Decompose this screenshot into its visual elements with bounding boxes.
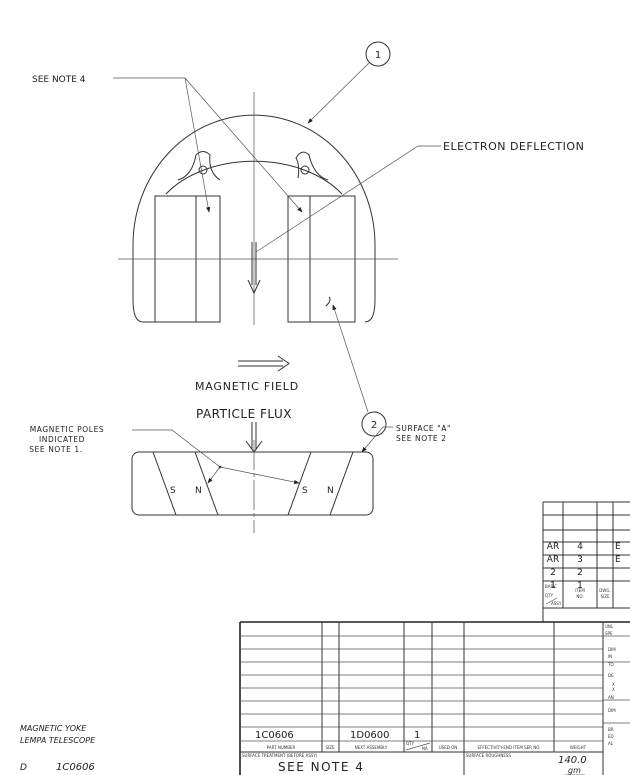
balloon-1-label: 1 [375, 50, 381, 61]
leader [132, 429, 221, 468]
assy-header: ASSY [551, 601, 562, 606]
pole-label: S [170, 486, 176, 496]
title-block: 1C0606 1D0600 1 PART NUMBER SIZE NEXT AS… [239, 621, 630, 775]
see-note-4-label: SEE NOTE 4 [32, 75, 86, 85]
pole-label: S [302, 486, 308, 496]
handwritten-title: MAGNETIC YOKE LEMPA TELESCOPE D 1C0606 [20, 724, 96, 773]
qty-label: QTY [406, 741, 415, 746]
parts-list-cell: E [615, 555, 621, 565]
pole-boundary [287, 451, 312, 516]
parts-list-cell: 4 [577, 542, 583, 552]
weight-unit: gm [568, 766, 581, 775]
pole-label: N [195, 486, 202, 496]
part-number-value: 1C0606 [255, 730, 294, 741]
leader [361, 426, 393, 453]
tolerance-note: X [612, 687, 615, 692]
yoke-top-view: SEE NOTE 4 1 ELECTRON DEFLECTION 2 MAGNE… [32, 41, 584, 437]
parts-list-cell: 3 [577, 555, 583, 565]
surface-treatment-label: SURFACE TREATMENT (BEFORE ASSY) [242, 753, 318, 758]
tolerance-note: ED [608, 734, 614, 739]
electron-arrow [247, 242, 261, 295]
leader [113, 77, 211, 213]
electron-deflection-label: ELECTRON DEFLECTION [443, 140, 584, 153]
tolerance-note: AN [608, 695, 614, 700]
used-on-label: USED ON [439, 745, 458, 750]
poles-note-line: MAGNETIC POLES [30, 425, 105, 434]
tolerance-note: AL [608, 741, 614, 746]
tolerance-note: X [612, 682, 615, 687]
balloon-2 [361, 411, 387, 437]
part-number-label: PART NUMBER [267, 745, 296, 750]
dwg-header: DWG. [599, 588, 610, 593]
parts-list-cell: E [615, 542, 621, 552]
parts-list-cell: 2 [550, 568, 556, 578]
handwritten-title-line: MAGNETIC YOKE [20, 724, 87, 733]
parts-list-cell: 1 [577, 581, 583, 591]
magnet-bar [131, 451, 374, 516]
tolerance-note: TO [607, 662, 614, 667]
yoke-section-view: PARTICLE FLUX S N S N MAGNETIC POLES IND… [29, 407, 451, 533]
pole-boundary [152, 451, 177, 516]
size-header: SIZE [601, 594, 610, 599]
poles-note-line: SEE NOTE 1. [29, 445, 83, 454]
leader [184, 77, 303, 213]
balloon-2-label: 2 [371, 420, 377, 431]
surface-treatment-value: SEE NOTE 4 [278, 760, 364, 774]
handwritten-size: D [20, 763, 27, 773]
qty-header: QTY [545, 593, 554, 598]
na-label: NA [422, 746, 428, 751]
tolerance-note: BR [608, 727, 614, 732]
pivot-left [177, 151, 221, 181]
tolerance-note: DIM [608, 708, 616, 713]
table-rules [543, 501, 630, 609]
parts-list-cell: AR [547, 542, 559, 552]
poles-note-line: INDICATED [39, 435, 85, 444]
magnetic-field-arrow [238, 355, 290, 372]
no-header: NO. [576, 594, 583, 599]
handwritten-title-line: LEMPA TELESCOPE [20, 736, 96, 745]
particle-flux-label: PARTICLE FLUX [196, 407, 292, 421]
tolerance-note: UNL [605, 624, 614, 629]
pivot-right [295, 151, 329, 181]
parts-list-cell: 1 [550, 581, 556, 591]
item-header: ITEM [575, 588, 585, 593]
balloon-1 [365, 41, 391, 67]
parts-list-cell: AR [547, 555, 559, 565]
table-rules [542, 502, 614, 622]
pole-label: N [327, 486, 334, 496]
surface-note-line: SURFACE "A" [396, 424, 451, 433]
diag-rule [545, 597, 558, 605]
tolerance-note: SPE [605, 631, 613, 636]
tolerance-note: DE [608, 673, 614, 678]
handwritten-number: 1C0606 [56, 762, 95, 773]
weight-label: WEIGHT [570, 745, 587, 750]
tolerance-note: DIM [608, 647, 616, 652]
title-columns [321, 622, 604, 775]
leader [255, 145, 441, 253]
pole-boundary [194, 451, 219, 516]
pivot-hole-left [198, 165, 208, 175]
tick [325, 296, 331, 307]
size-label: SIZE [326, 745, 335, 750]
next-assembly-label: NEXT ASSEMBLY [355, 745, 388, 750]
basic-header: BASIC [545, 584, 557, 589]
leader [307, 62, 370, 124]
surface-roughness-label: SURFACE ROUGHNESS [466, 753, 511, 758]
leader [219, 466, 300, 485]
surface-note-line: SEE NOTE 2 [396, 434, 447, 443]
pole-boundary [329, 451, 354, 516]
pivot-hole-right [300, 165, 310, 175]
title-border [239, 621, 630, 775]
effectivity-label: EFFECTIVITY-END ITEM SER NO. [478, 745, 541, 750]
leader [332, 304, 369, 413]
diag-rule [405, 742, 431, 751]
qty-value: 1 [414, 730, 420, 741]
parts-list-cell: 2 [577, 568, 583, 578]
leader [207, 466, 221, 484]
magnetic-field-label: MAGNETIC FIELD [195, 380, 299, 393]
weight-value: 140.0 [558, 755, 587, 766]
tolerance-note: IN [608, 654, 612, 659]
next-assembly-value: 1D0600 [350, 730, 390, 741]
